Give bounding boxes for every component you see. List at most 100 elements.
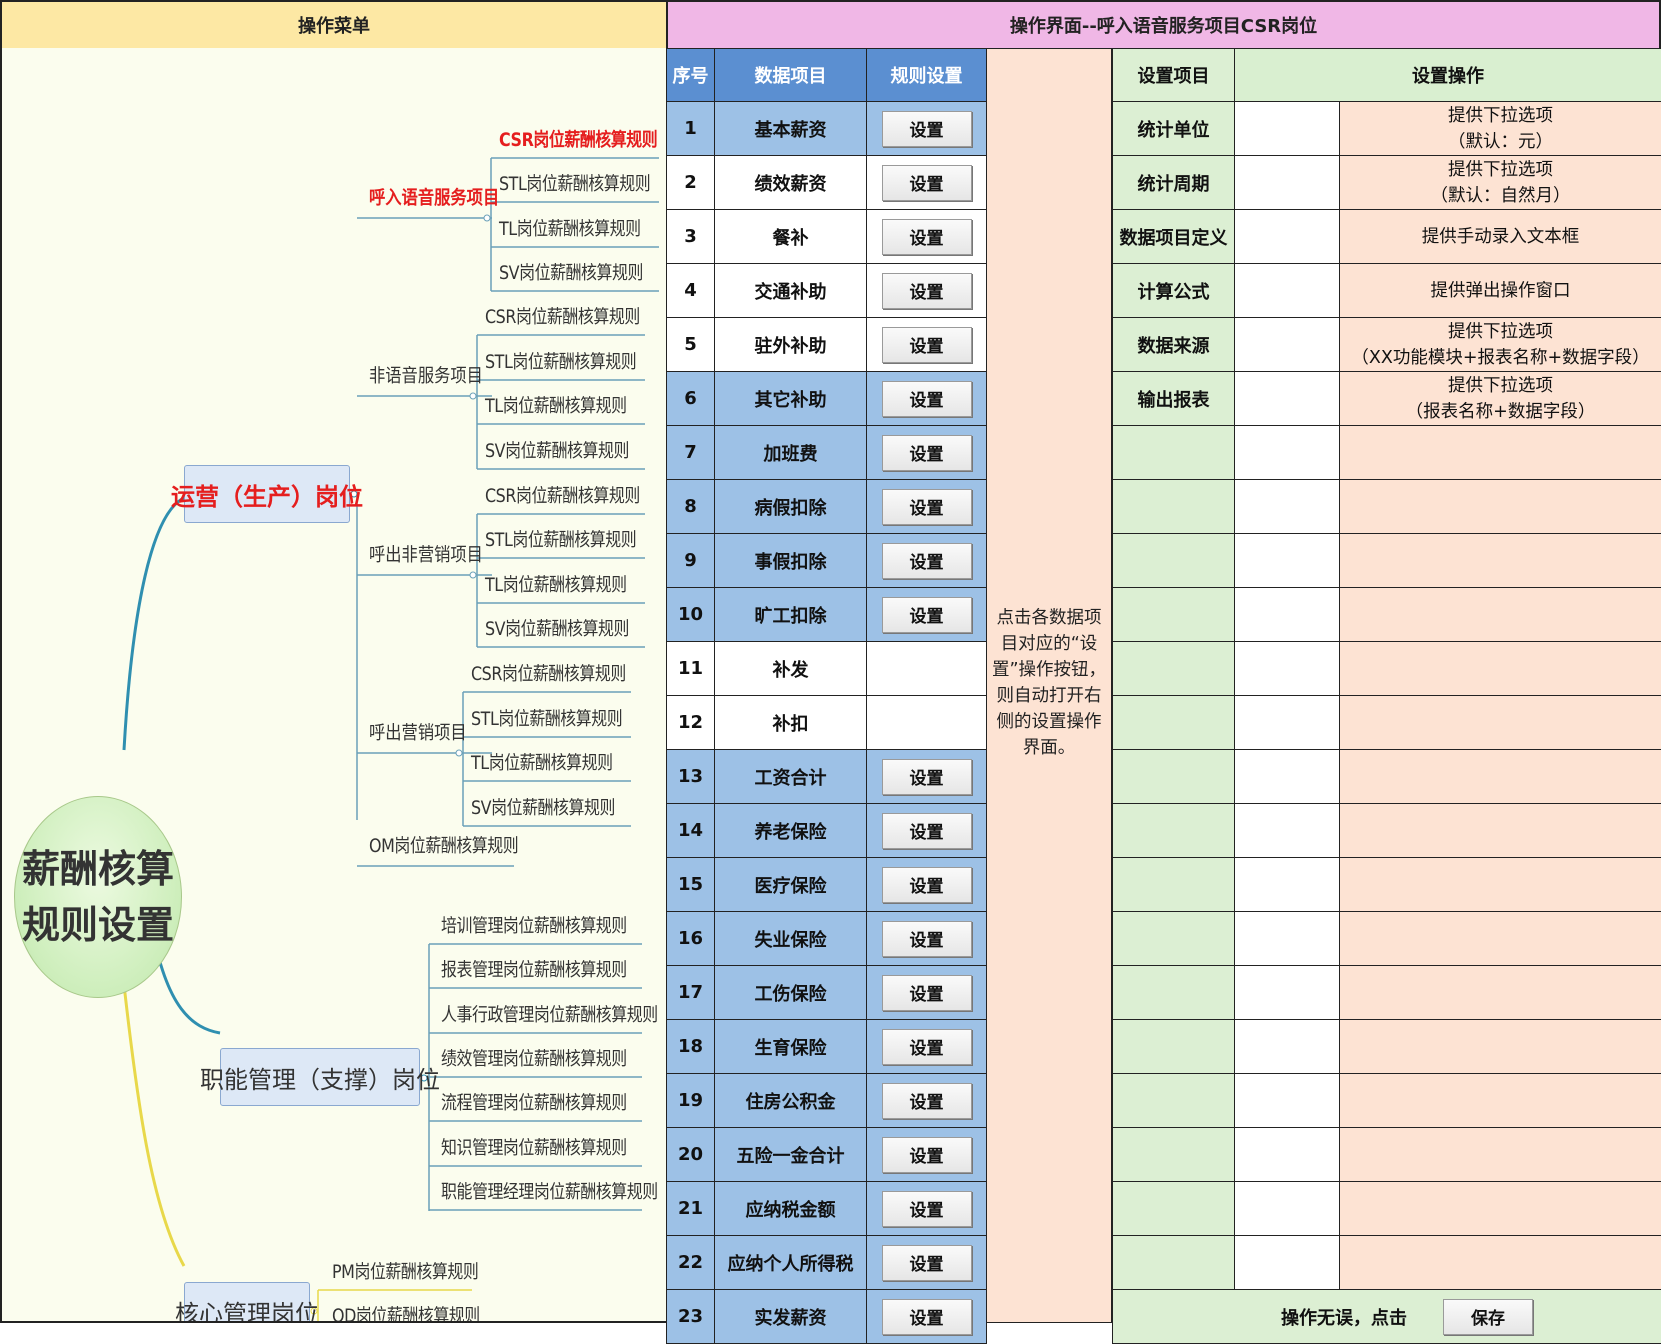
set-button[interactable]: 设置: [882, 1137, 972, 1173]
empty-cell[interactable]: [1235, 480, 1340, 534]
empty-cell[interactable]: [1235, 1128, 1340, 1182]
rule-leaf[interactable]: 职能管理经理岗位薪酬核算规则: [441, 1178, 658, 1204]
set-button[interactable]: 设置: [882, 975, 972, 1011]
set-button[interactable]: 设置: [882, 165, 972, 201]
rule-leaf[interactable]: CSR岗位薪酬核算规则: [485, 482, 640, 508]
set-button[interactable]: 设置: [882, 327, 972, 363]
set-button[interactable]: 设置: [882, 219, 972, 255]
rule-leaf[interactable]: 绩效管理岗位薪酬核算规则: [441, 1045, 627, 1071]
set-button[interactable]: 设置: [882, 435, 972, 471]
empty-cell[interactable]: [1235, 804, 1340, 858]
rule-leaf[interactable]: 人事行政管理岗位薪酬核算规则: [441, 1001, 658, 1027]
setting-value-cell[interactable]: [1235, 156, 1340, 210]
setting-value-cell[interactable]: [1235, 210, 1340, 264]
set-button[interactable]: 设置: [882, 867, 972, 903]
rule-leaf[interactable]: STL岗位薪酬核算规则: [471, 705, 622, 731]
settings-row-empty: [1113, 480, 1661, 534]
setting-value-cell[interactable]: [1235, 372, 1340, 426]
rule-leaf[interactable]: SV岗位薪酬核算规则: [499, 259, 643, 285]
rule-leaf[interactable]: TL岗位薪酬核算规则: [485, 392, 627, 418]
empty-cell[interactable]: [1235, 966, 1340, 1020]
mindmap-root[interactable]: 薪酬核算 规则设置: [14, 796, 182, 998]
rule-leaf[interactable]: TL岗位薪酬核算规则: [471, 749, 613, 775]
rule-setting-cell: 设置: [867, 1236, 987, 1290]
set-button[interactable]: 设置: [882, 543, 972, 579]
empty-cell[interactable]: [1235, 912, 1340, 966]
data-item-name: 交通补助: [715, 264, 867, 318]
group-label[interactable]: 呼出非营销项目: [369, 541, 483, 567]
collapse-dot-icon[interactable]: [470, 572, 476, 578]
set-button[interactable]: 设置: [882, 1083, 972, 1119]
rule-leaf[interactable]: 流程管理岗位薪酬核算规则: [441, 1089, 627, 1115]
set-button[interactable]: 设置: [882, 273, 972, 309]
setting-value-cell[interactable]: [1235, 318, 1340, 372]
rule-leaf[interactable]: STL岗位薪酬核算规则: [485, 526, 636, 552]
data-item-name: 实发薪资: [715, 1290, 867, 1344]
rule-leaf[interactable]: STL岗位薪酬核算规则: [499, 170, 650, 196]
rule-leaf[interactable]: SV岗位薪酬核算规则: [485, 437, 629, 463]
rule-leaf[interactable]: 知识管理岗位薪酬核算规则: [441, 1134, 627, 1160]
setting-value-cell[interactable]: [1235, 264, 1340, 318]
empty-cell[interactable]: [1235, 534, 1340, 588]
core-node[interactable]: 核心管理岗位: [184, 1282, 310, 1323]
empty-cell[interactable]: [1235, 858, 1340, 912]
empty-cell[interactable]: [1235, 1074, 1340, 1128]
set-button[interactable]: 设置: [882, 597, 972, 633]
rule-leaf[interactable]: SV岗位薪酬核算规则: [471, 794, 615, 820]
set-button[interactable]: 设置: [882, 813, 972, 849]
collapse-dot-icon[interactable]: [470, 393, 476, 399]
save-button[interactable]: 保存: [1443, 1299, 1533, 1335]
settings-row-empty: [1113, 858, 1661, 912]
empty-cell: [1340, 750, 1661, 804]
rule-leaf[interactable]: CSR岗位薪酬核算规则: [499, 126, 657, 152]
set-button[interactable]: 设置: [882, 111, 972, 147]
empty-cell[interactable]: [1235, 750, 1340, 804]
empty-cell[interactable]: [1235, 642, 1340, 696]
collapse-dot-icon[interactable]: [484, 215, 490, 221]
group-label[interactable]: 呼出营销项目: [369, 719, 467, 745]
set-button[interactable]: 设置: [882, 1245, 972, 1281]
set-button[interactable]: 设置: [882, 921, 972, 957]
ops-node[interactable]: 运营（生产）岗位: [184, 465, 350, 523]
rule-leaf[interactable]: CSR岗位薪酬核算规则: [471, 660, 626, 686]
rule-leaf-om[interactable]: OM岗位薪酬核算规则: [369, 832, 518, 858]
set-button[interactable]: 设置: [882, 1029, 972, 1065]
functional-node[interactable]: 职能管理（支撑）岗位: [220, 1048, 420, 1106]
empty-cell[interactable]: [1235, 696, 1340, 750]
rule-leaf[interactable]: TL岗位薪酬核算规则: [485, 571, 627, 597]
rule-setting-cell: 设置: [867, 966, 987, 1020]
set-button[interactable]: 设置: [882, 1191, 972, 1227]
footer-wrap: 操作无误，点击保存: [1113, 1299, 1661, 1335]
empty-cell: [1113, 966, 1235, 1020]
set-button[interactable]: 设置: [882, 1299, 972, 1335]
empty-cell[interactable]: [1235, 588, 1340, 642]
set-button[interactable]: 设置: [882, 489, 972, 525]
data-item-name: 养老保险: [715, 804, 867, 858]
rule-leaf[interactable]: STL岗位薪酬核算规则: [485, 348, 636, 374]
rule-setting-cell: 设置: [867, 750, 987, 804]
settings-row: 数据来源提供下拉选项（XX功能模块+报表名称+数据字段）: [1113, 318, 1661, 372]
setting-value-cell[interactable]: [1235, 102, 1340, 156]
setting-item-label: 数据项目定义: [1113, 210, 1235, 264]
rule-leaf[interactable]: 报表管理岗位薪酬核算规则: [441, 956, 627, 982]
empty-cell[interactable]: [1235, 1182, 1340, 1236]
rule-leaf[interactable]: TL岗位薪酬核算规则: [499, 215, 641, 241]
set-button[interactable]: 设置: [882, 759, 972, 795]
set-button[interactable]: 设置: [882, 381, 972, 417]
collapse-dot-icon[interactable]: [456, 750, 462, 756]
rule-leaf[interactable]: PM岗位薪酬核算规则: [332, 1258, 478, 1284]
rule-setting-cell: 设置: [867, 1290, 987, 1344]
rule-leaf[interactable]: SV岗位薪酬核算规则: [485, 615, 629, 641]
operation-line-1: 提供手动录入文本框: [1340, 224, 1661, 250]
branch-ops-line: [124, 498, 184, 750]
empty-cell[interactable]: [1235, 1236, 1340, 1290]
rule-leaf[interactable]: OD岗位薪酬核算规则: [332, 1302, 480, 1323]
group-label[interactable]: 呼入语音服务项目: [369, 184, 499, 210]
data-item-name: 旷工扣除: [715, 588, 867, 642]
group-label[interactable]: 非语音服务项目: [369, 362, 483, 388]
rule-leaf[interactable]: CSR岗位薪酬核算规则: [485, 303, 640, 329]
empty-cell[interactable]: [1235, 1020, 1340, 1074]
empty-cell: [1113, 804, 1235, 858]
empty-cell[interactable]: [1235, 426, 1340, 480]
rule-leaf[interactable]: 培训管理岗位薪酬核算规则: [441, 912, 627, 938]
